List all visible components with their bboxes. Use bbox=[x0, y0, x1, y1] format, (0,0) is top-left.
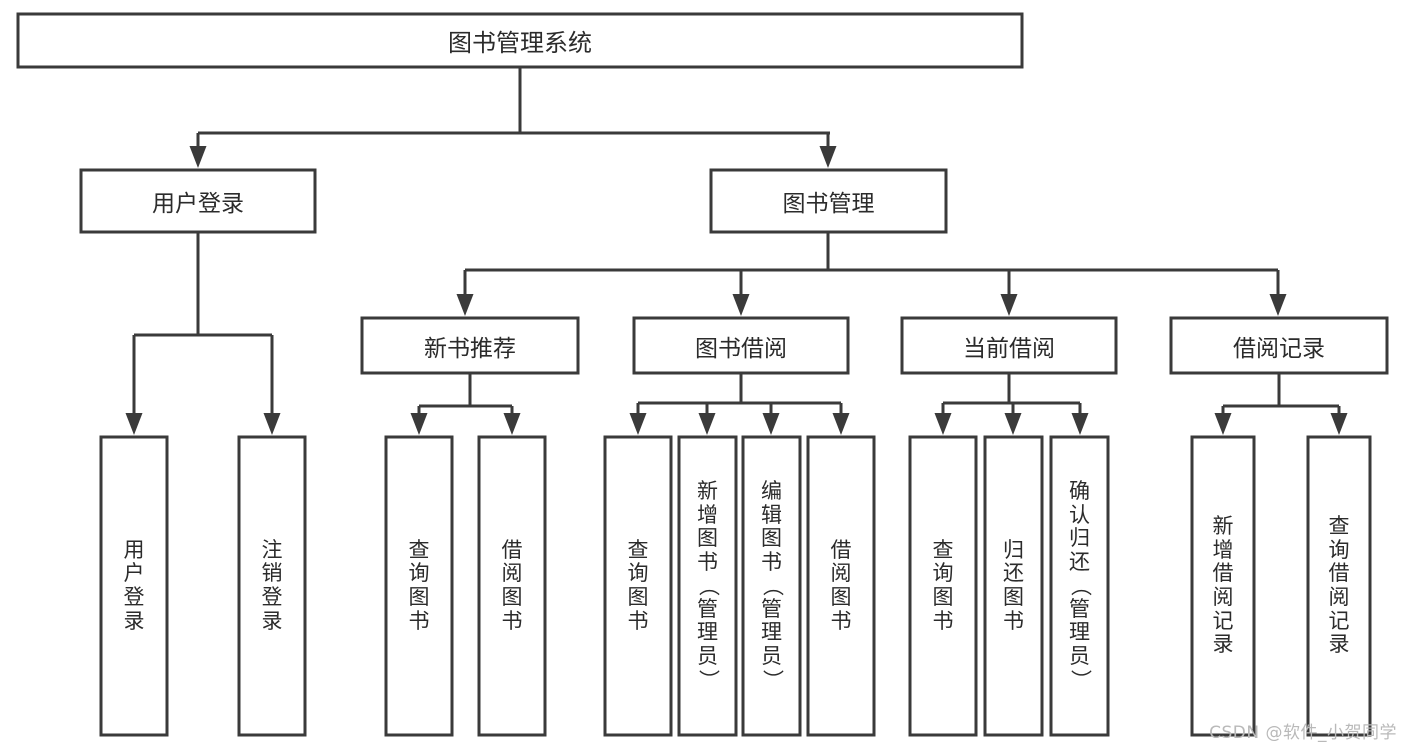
leaf-node-leaf-return-book[interactable] bbox=[983, 435, 1044, 737]
arrow-to-book-borrow-head bbox=[732, 294, 750, 316]
arrow-to-leaf-borrow-book-2 bbox=[832, 403, 850, 435]
arrow-to-leaf-query-book-2 bbox=[629, 403, 647, 435]
arrow-to-leaf-borrow-book-1-head bbox=[503, 413, 521, 435]
bus-book-management bbox=[465, 232, 1278, 272]
bus-current-borrow bbox=[943, 373, 1080, 405]
arrow-to-user-login-head bbox=[189, 146, 207, 168]
arrow-to-borrow-record-head bbox=[1269, 294, 1287, 316]
leaf-node-leaf-add-record[interactable] bbox=[1190, 435, 1256, 737]
boxes-layer bbox=[16, 12, 1389, 737]
level2-node-book-management[interactable] bbox=[709, 168, 948, 234]
arrow-to-leaf-user-login bbox=[125, 335, 143, 435]
arrow-to-borrow-record bbox=[1269, 270, 1287, 316]
leaf-node-leaf-user-login[interactable] bbox=[99, 435, 169, 737]
arrow-to-new-book-recommend-head bbox=[456, 294, 474, 316]
leaf-node-leaf-query-book-3[interactable] bbox=[908, 435, 978, 737]
level2-node-user-login[interactable] bbox=[79, 168, 317, 234]
leaf-node-leaf-add-book[interactable] bbox=[677, 435, 738, 737]
arrow-to-leaf-confirm-return bbox=[1071, 403, 1089, 435]
arrow-to-leaf-borrow-book-1 bbox=[503, 406, 521, 435]
leaf-node-leaf-query-record[interactable] bbox=[1306, 435, 1372, 737]
arrow-to-book-management bbox=[819, 133, 837, 168]
arrow-to-leaf-confirm-return-head bbox=[1071, 413, 1089, 435]
leaf-node-leaf-query-book-2[interactable] bbox=[603, 435, 673, 737]
arrow-to-current-borrow-head bbox=[1000, 294, 1018, 316]
arrow-to-leaf-logout bbox=[263, 335, 281, 435]
arrow-to-leaf-query-book-1-head bbox=[410, 413, 428, 435]
arrow-to-leaf-add-record bbox=[1214, 406, 1232, 435]
arrow-to-leaf-user-login-head bbox=[125, 413, 143, 435]
arrow-to-user-login bbox=[189, 133, 207, 168]
leaf-node-leaf-borrow-book-2[interactable] bbox=[806, 435, 876, 737]
level3-node-new-book-recommend[interactable] bbox=[360, 316, 580, 375]
leaf-node-leaf-query-book-1[interactable] bbox=[384, 435, 454, 737]
arrow-to-leaf-logout-head bbox=[263, 413, 281, 435]
arrow-to-book-borrow bbox=[732, 270, 750, 316]
leaf-node-leaf-borrow-book-1[interactable] bbox=[477, 435, 547, 737]
bus-root bbox=[198, 67, 830, 135]
level3-node-borrow-record[interactable] bbox=[1169, 316, 1389, 375]
bus-book-borrow bbox=[638, 373, 841, 405]
arrow-to-leaf-query-book-3-head bbox=[934, 413, 952, 435]
arrow-to-current-borrow bbox=[1000, 270, 1018, 316]
arrow-to-leaf-edit-book bbox=[762, 403, 780, 435]
arrow-to-leaf-query-book-1 bbox=[410, 406, 428, 435]
arrow-to-leaf-borrow-book-2-head bbox=[832, 413, 850, 435]
leaf-node-leaf-edit-book[interactable] bbox=[741, 435, 802, 737]
bus-new-book-recommend bbox=[419, 373, 512, 408]
connectors-layer bbox=[125, 67, 1348, 435]
arrow-to-leaf-return-book-head bbox=[1004, 413, 1022, 435]
arrow-to-leaf-add-book-head bbox=[698, 413, 716, 435]
level3-node-current-borrow[interactable] bbox=[900, 316, 1118, 375]
arrow-to-leaf-query-record bbox=[1330, 406, 1348, 435]
arrow-to-leaf-edit-book-head bbox=[762, 413, 780, 435]
bus-user-login bbox=[134, 232, 272, 337]
leaf-node-leaf-confirm-return[interactable] bbox=[1049, 435, 1110, 737]
arrow-to-leaf-add-book bbox=[698, 403, 716, 435]
leaf-node-leaf-logout[interactable] bbox=[237, 435, 307, 737]
arrow-to-leaf-query-record-head bbox=[1330, 413, 1348, 435]
root-node-root[interactable] bbox=[16, 12, 1024, 69]
arrow-to-leaf-add-record-head bbox=[1214, 413, 1232, 435]
arrow-to-leaf-query-book-3 bbox=[934, 403, 952, 435]
level3-node-book-borrow[interactable] bbox=[632, 316, 850, 375]
arrow-to-leaf-query-book-2-head bbox=[629, 413, 647, 435]
arrow-to-new-book-recommend bbox=[456, 270, 474, 316]
bus-borrow-record bbox=[1223, 373, 1339, 408]
arrow-to-leaf-return-book bbox=[1004, 403, 1022, 435]
arrow-to-book-management-head bbox=[819, 146, 837, 168]
